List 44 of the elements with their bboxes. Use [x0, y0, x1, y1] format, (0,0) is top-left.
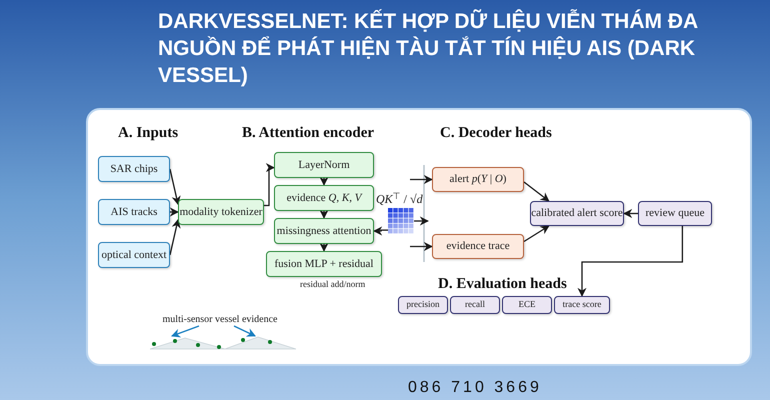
process-box: missingness attention — [274, 218, 374, 244]
section-heading: D. Evaluation heads — [438, 275, 567, 294]
metric-box: recall — [450, 296, 500, 314]
annotation-text: residual add/norm — [300, 278, 366, 291]
process-box: fusion MLP + residual — [266, 251, 382, 277]
terrain-drawing — [150, 336, 296, 350]
connector-arrow — [524, 181, 550, 202]
output-box: alert p(Y | O) — [432, 167, 524, 192]
title: DARKVESSELNET: KẾT HỢP DỮ LIỆU VIỄN THÁM ĐA NGUỒN ĐỂ PHÁT HIỆN TÀU TẮT TÍN HIỆU AIS (DARK VESSEL) — [158, 8, 698, 89]
arrow — [410, 174, 433, 184]
connector-arrow — [234, 325, 256, 337]
input-box: AIS tracks — [98, 199, 170, 225]
connector-arrow — [623, 208, 638, 218]
connector-arrow — [169, 218, 181, 256]
section-heading: C. Decoder heads — [440, 124, 552, 143]
connector-arrow — [373, 226, 388, 236]
output-box: evidence trace — [432, 234, 524, 259]
phone-number: 086 710 3669 — [408, 378, 542, 398]
metric-box: precision — [398, 296, 448, 314]
metric-box: trace score — [554, 296, 610, 314]
process-box: modality tokenizer — [178, 199, 264, 225]
connector-arrow — [171, 325, 200, 338]
connector-arrow — [169, 168, 181, 206]
process-box: calibrated alert score — [530, 201, 624, 226]
input-box: SAR chips — [98, 156, 170, 182]
heatmap-drawing — [388, 208, 414, 234]
connector-arrow — [319, 210, 329, 219]
section-heading: A. Inputs — [118, 124, 178, 143]
annotation-text: multi-sensor vessel evidence — [150, 312, 290, 326]
process-box: LayerNorm — [274, 152, 374, 178]
connector-arrow — [264, 163, 275, 206]
metric-box: ECE — [502, 296, 552, 314]
formula-label: QK$^{⊤}$ / √d — [376, 190, 423, 208]
arrow — [414, 216, 429, 226]
connector-arrow — [319, 176, 329, 186]
section-heading: B. Attention encoder — [242, 124, 374, 143]
connector-arrow — [524, 225, 550, 242]
arrow — [410, 242, 433, 252]
process-box: evidence Q, K, V — [274, 185, 374, 211]
connector-arrow — [577, 226, 684, 297]
connector-arrow — [319, 242, 329, 252]
process-box: review queue — [638, 201, 712, 226]
connector-arrow — [170, 207, 179, 217]
input-box: optical context — [98, 242, 170, 268]
